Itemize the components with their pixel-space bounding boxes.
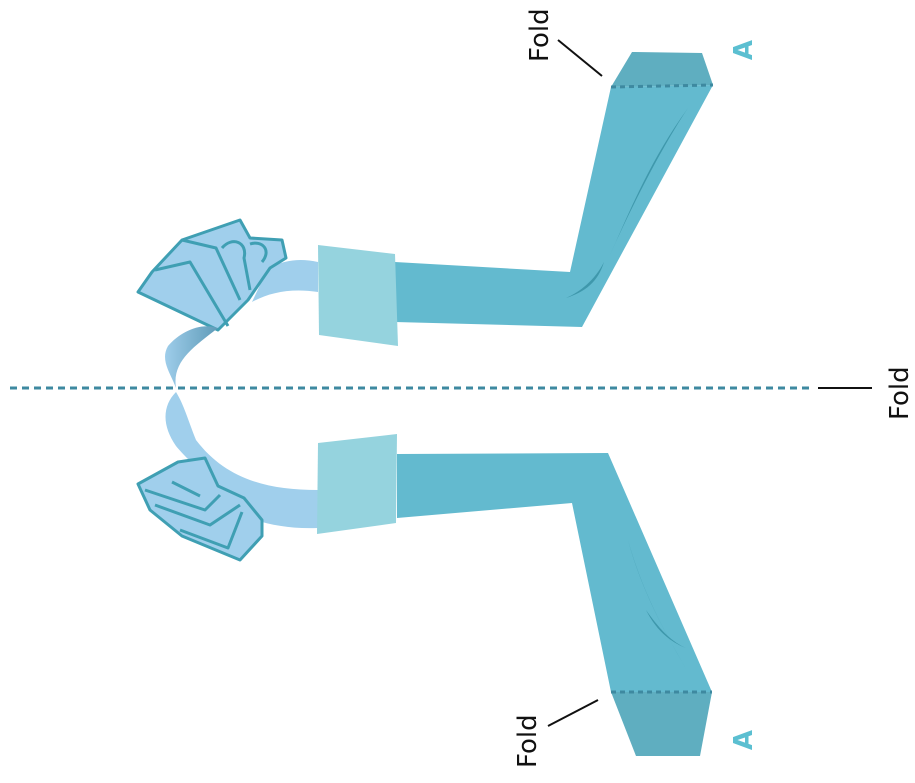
top-fold-label: Fold — [525, 8, 555, 62]
bottom-cuff — [317, 434, 397, 534]
top-thumb — [165, 326, 218, 388]
top-tab-flap — [611, 52, 713, 87]
top-cuff — [318, 245, 398, 346]
top-fold-leader — [557, 39, 603, 77]
bottom-tab-flap — [611, 692, 712, 756]
center-fold-label: Fold — [885, 366, 915, 420]
bottom-fold-label: Fold — [513, 714, 543, 768]
bottom-sleeve — [397, 453, 712, 692]
top-fold-line — [610, 83, 714, 89]
top-arm: Fold A — [136, 8, 759, 388]
top-sleeve — [395, 85, 713, 327]
bottom-fold-leader — [547, 699, 599, 727]
top-tab-letter: A — [729, 40, 759, 60]
bottom-tab-letter: A — [729, 730, 759, 750]
bottom-arm: Fold A — [136, 392, 759, 768]
bottom-hand — [136, 456, 264, 562]
top-hand — [136, 218, 288, 332]
